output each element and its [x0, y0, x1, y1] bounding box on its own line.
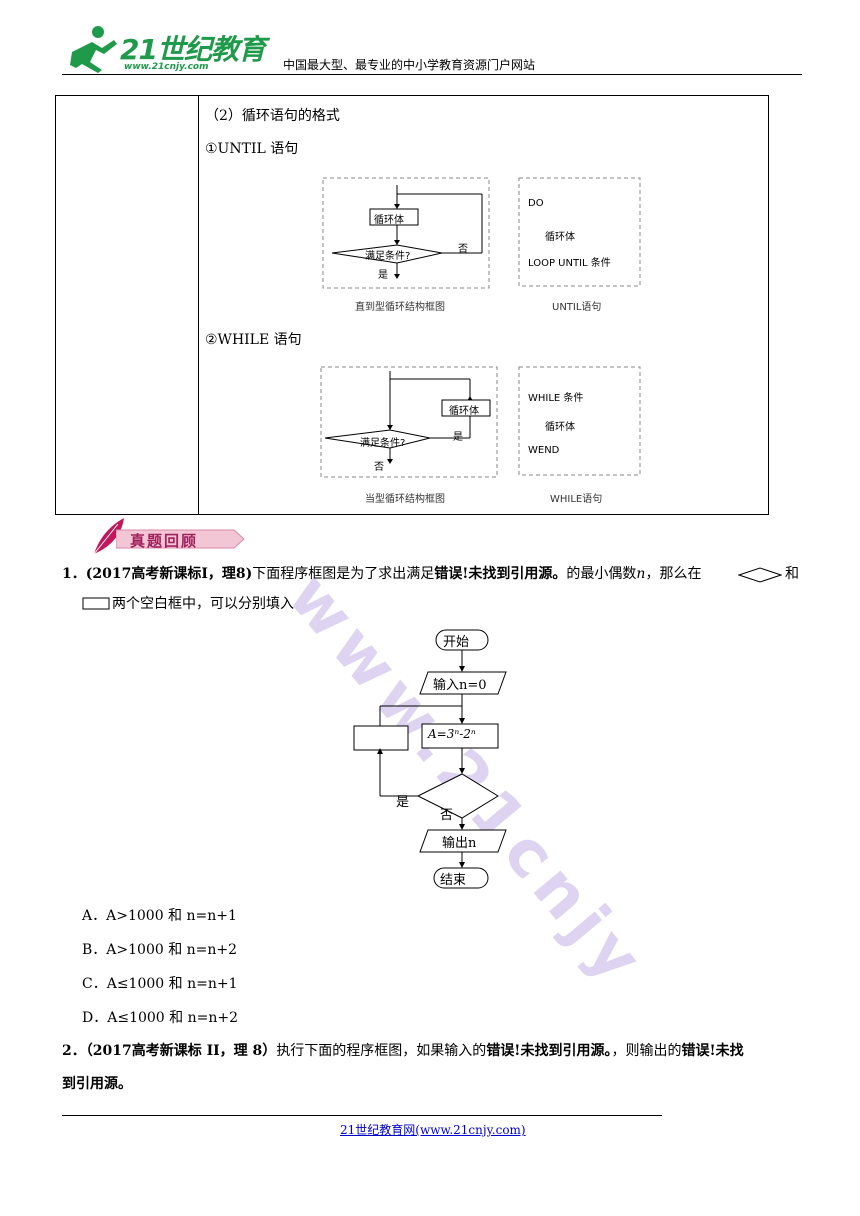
- while-condition: 满足条件?: [360, 438, 406, 449]
- option-text: A>1000 和 n=n+1: [106, 908, 237, 924]
- q1-option-a: A．A>1000 和 n=n+1: [82, 905, 237, 925]
- while-yes: 是: [453, 432, 463, 443]
- diamond-blank-icon: [738, 567, 782, 583]
- q1-source: (2017高考新课标Ⅰ，理8): [85, 566, 253, 582]
- table-col-divider: [198, 95, 199, 514]
- q1-option-d: D．A≤1000 和 n=n+2: [82, 1007, 238, 1027]
- flow-no: 否: [440, 808, 454, 823]
- option-letter: C．: [82, 976, 107, 992]
- banner-bar: [116, 529, 245, 549]
- header-logo: 21世纪教育 www.21cnjy.com: [62, 22, 282, 74]
- while-code-line3: WEND: [528, 445, 560, 456]
- logo-text: 21世纪教育: [120, 33, 266, 66]
- while-code-caption: WHILE语句: [550, 494, 603, 505]
- option-letter: B．: [82, 942, 107, 958]
- feather-icon: [93, 518, 124, 555]
- loop-heading: （2）循环语句的格式: [205, 108, 340, 124]
- q1-text-a: 下面程序框图是为了求出满足: [252, 566, 435, 582]
- option-letter: A．: [82, 908, 107, 924]
- while-no: 否: [374, 462, 384, 473]
- q1-text-d: 和: [785, 566, 799, 582]
- until-diagram-caption: 直到型循环结构框图: [355, 302, 445, 313]
- until-yes: 是: [378, 270, 388, 281]
- q2-text-a: 执行下面的程序框图，如果输入的: [276, 1043, 487, 1059]
- while-code-line2: 循环体: [545, 422, 575, 433]
- while-body-box: 循环体: [449, 406, 479, 417]
- q1-text-c: ，那么在: [645, 566, 702, 582]
- while-diagram-caption: 当型循环结构框图: [365, 494, 445, 505]
- until-code-line2: 循环体: [545, 232, 575, 243]
- option-text: A≤1000 和 n=n+2: [107, 1010, 239, 1026]
- q1-option-b: B．A>1000 和 n=n+2: [82, 939, 237, 959]
- until-no: 否: [458, 244, 468, 255]
- while-code-line1: WHILE 条件: [528, 393, 584, 404]
- q1-error: 错误!未找到引用源。: [434, 566, 567, 582]
- q2-error2-part1: 错误!未找: [681, 1043, 744, 1059]
- q1-line1: 1．(2017高考新课标Ⅰ，理8)下面程序框图是为了求出满足错误!未找到引用源。…: [62, 563, 802, 585]
- syntax-table: [55, 95, 769, 515]
- until-code-line1: DO: [528, 198, 544, 209]
- q1-flowchart: [353, 629, 507, 889]
- q2-number: 2．: [62, 1043, 86, 1059]
- until-body-box: 循环体: [374, 215, 404, 226]
- while-code-box: [518, 366, 641, 476]
- until-code-caption: UNTIL语句: [552, 302, 602, 313]
- flow-start: 开始: [443, 635, 470, 650]
- flow-assign: A=3ⁿ-2ⁿ: [428, 727, 476, 741]
- q1-option-c: C．A≤1000 和 n=n+1: [82, 973, 238, 993]
- rect-blank-icon: [82, 597, 110, 610]
- q1-var-n: n: [636, 566, 646, 582]
- option-letter: D．: [82, 1010, 108, 1026]
- q2-text-b: ，则输出的: [611, 1043, 682, 1059]
- until-code-line3: LOOP UNTIL 条件: [528, 258, 611, 269]
- flow-input: 输入n=0: [433, 678, 487, 693]
- section-banner: 真题回顾: [88, 514, 248, 556]
- option-text: A>1000 和 n=n+2: [106, 942, 238, 958]
- flow-yes: 是: [396, 795, 410, 810]
- q1-text-e: 两个空白框中，可以分别填入: [112, 596, 294, 612]
- q2-source: （2017高考新课标 II，理 8）: [85, 1043, 277, 1059]
- header-divider: [62, 74, 802, 75]
- q2-error1: 错误!未找到引用源。: [486, 1043, 612, 1059]
- q2-line1: 2．（2017高考新课标 II，理 8）执行下面的程序框图，如果输入的错误!未找…: [62, 1040, 807, 1062]
- until-label: ①UNTIL 语句: [205, 141, 299, 157]
- q2-line2: 到引用源。: [62, 1076, 132, 1092]
- runner-logo-icon: [70, 26, 117, 73]
- while-flowchart: [320, 366, 498, 478]
- footer-divider: [62, 1115, 662, 1116]
- q1-number: 1．: [62, 566, 86, 582]
- flow-end: 结束: [440, 873, 467, 888]
- logo-url: www.21cnjy.com: [124, 62, 209, 72]
- q1-text-b: 的最小偶数: [566, 566, 637, 582]
- header-tagline: 中国最大型、最专业的中小学教育资源门户网站: [283, 58, 536, 72]
- until-flowchart: [322, 177, 490, 289]
- until-condition: 满足条件?: [365, 251, 411, 262]
- footer-link[interactable]: 21世纪教育网(www.21cnjy.com): [340, 1123, 526, 1137]
- banner-text: 真题回顾: [130, 532, 199, 550]
- option-text: A≤1000 和 n=n+1: [106, 976, 238, 992]
- until-code-box: [518, 177, 641, 287]
- while-label: ②WHILE 语句: [205, 332, 302, 348]
- flow-output: 输出n: [442, 836, 477, 851]
